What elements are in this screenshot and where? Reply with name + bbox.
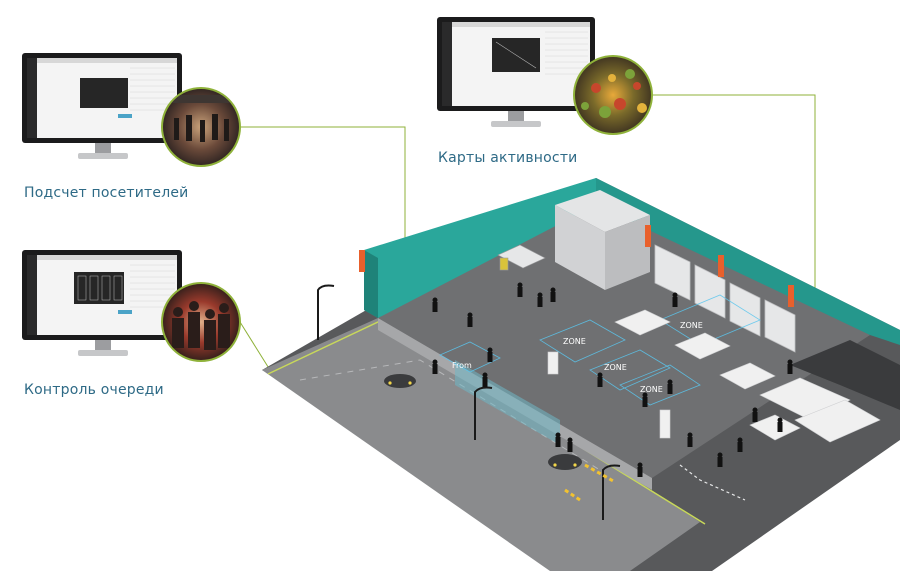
connector-heat-map	[652, 94, 816, 300]
back-wall-right	[596, 178, 900, 345]
checkout-wall	[790, 340, 900, 410]
loading-cart	[497, 244, 546, 271]
screen-grid	[545, 31, 588, 75]
zone-label-4: ZONE	[680, 321, 703, 330]
checkout-area	[749, 377, 881, 443]
monitor-people-counting	[22, 53, 182, 159]
photo-heat-map	[573, 55, 653, 135]
street	[262, 318, 700, 571]
photo-queue-control	[161, 282, 241, 362]
screen-button	[118, 114, 132, 118]
monitor-stand	[491, 121, 541, 127]
screen-header	[37, 58, 177, 63]
zone-label-1: ZONE	[563, 337, 586, 346]
street-lamps	[317, 284, 621, 520]
back-wall-left	[364, 178, 596, 318]
storage-rack-side	[605, 215, 650, 290]
screen-sidebar	[27, 255, 37, 335]
screen-header	[452, 22, 590, 27]
people-silhouettes	[432, 282, 793, 477]
storage-rack-top	[555, 190, 650, 232]
zone-label-3: ZONE	[640, 385, 663, 394]
screen-sidebar	[27, 58, 37, 138]
monitor-neck	[95, 143, 111, 153]
screen-video-panel	[74, 272, 124, 304]
monitor-neck	[95, 340, 111, 350]
zones	[439, 294, 761, 406]
cars	[384, 374, 582, 470]
monitor-stand	[78, 153, 128, 159]
caption-people-counting: Подсчет посетителей	[24, 185, 189, 201]
screen-button	[118, 310, 132, 314]
display-tables	[547, 309, 776, 439]
screen-grid	[130, 67, 175, 111]
screen-sidebar	[442, 22, 452, 106]
screen-video-panel	[80, 78, 128, 108]
store-floor-plan: ZONE ZONE ZONE ZONE From	[262, 178, 900, 571]
zone-label-2: ZONE	[604, 363, 627, 372]
monitor-heat-map	[437, 17, 595, 127]
freezer-row	[654, 244, 796, 353]
walking-path	[679, 464, 746, 501]
screen-queue-lanes	[77, 275, 123, 301]
caption-queue-control: Контроль очереди	[24, 382, 164, 398]
left-wall	[364, 250, 378, 318]
photo-people-counting	[161, 87, 241, 167]
banners	[359, 225, 794, 307]
street-center-line	[299, 359, 601, 471]
front-wall-glass	[455, 360, 560, 445]
monitor-stand	[78, 350, 128, 356]
storage-rack-front	[555, 205, 605, 290]
parking-barrier	[564, 463, 616, 502]
caption-heat-map: Карты активности	[438, 150, 578, 166]
monitor-queue-control	[22, 250, 182, 356]
screen-header	[37, 255, 177, 260]
monitor-neck	[508, 111, 524, 121]
from-label: From	[452, 361, 472, 370]
